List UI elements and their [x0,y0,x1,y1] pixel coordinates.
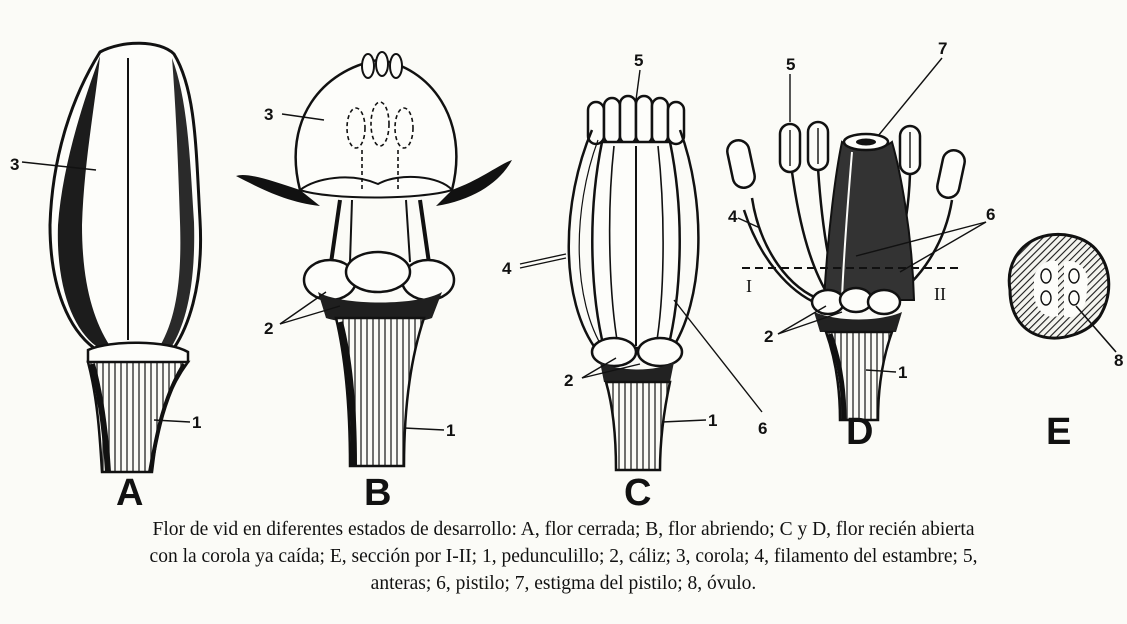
panel-letter-b: B [364,472,391,510]
label-a-corola: 3 [10,155,19,174]
label-a-pedunculillo: 1 [192,413,201,432]
label-d-anteras: 5 [786,55,795,74]
caption-line: con la corola ya caída; E, sección por I… [0,543,1127,570]
label-d-caliz: 2 [764,327,773,346]
label-c-anteras: 5 [634,51,643,70]
panel-letter-a: A [116,472,143,510]
panel-letter-c: C [624,472,651,510]
label-d-section-i: I [746,276,752,296]
label-d-estigma: 7 [938,39,947,58]
flower-diagram: 3 1 A [0,0,1127,510]
panel-e-cross-section [1009,234,1116,352]
label-d-section-ii: II [934,284,946,304]
panel-c-open-flower [520,70,762,470]
label-b-corola: 3 [264,105,273,124]
label-c-pistilo: 6 [758,419,767,438]
label-c-caliz: 2 [564,371,573,390]
label-d-pistilo: 6 [986,205,995,224]
panel-d-open-flower [725,58,986,420]
panel-a-closed-flower [22,43,201,472]
label-e-ovulo: 8 [1114,351,1123,370]
label-c-filamento: 4 [502,259,512,278]
label-b-pedunculillo: 1 [446,421,455,440]
caption-line: anteras; 6, pistilo; 7, estigma del pist… [0,570,1127,597]
caption-line: Flor de vid en diferentes estados de des… [0,516,1127,543]
panel-letter-e: E [1046,411,1071,453]
label-c-pedunculillo: 1 [708,411,717,430]
panel-letter-d: D [846,411,873,453]
label-d-filamento: 4 [728,207,738,226]
label-d-pedunculillo: 1 [898,363,907,382]
figure-caption: Flor de vid en diferentes estados de des… [0,516,1127,597]
label-b-caliz: 2 [264,319,273,338]
panel-b-opening-flower [236,52,512,466]
